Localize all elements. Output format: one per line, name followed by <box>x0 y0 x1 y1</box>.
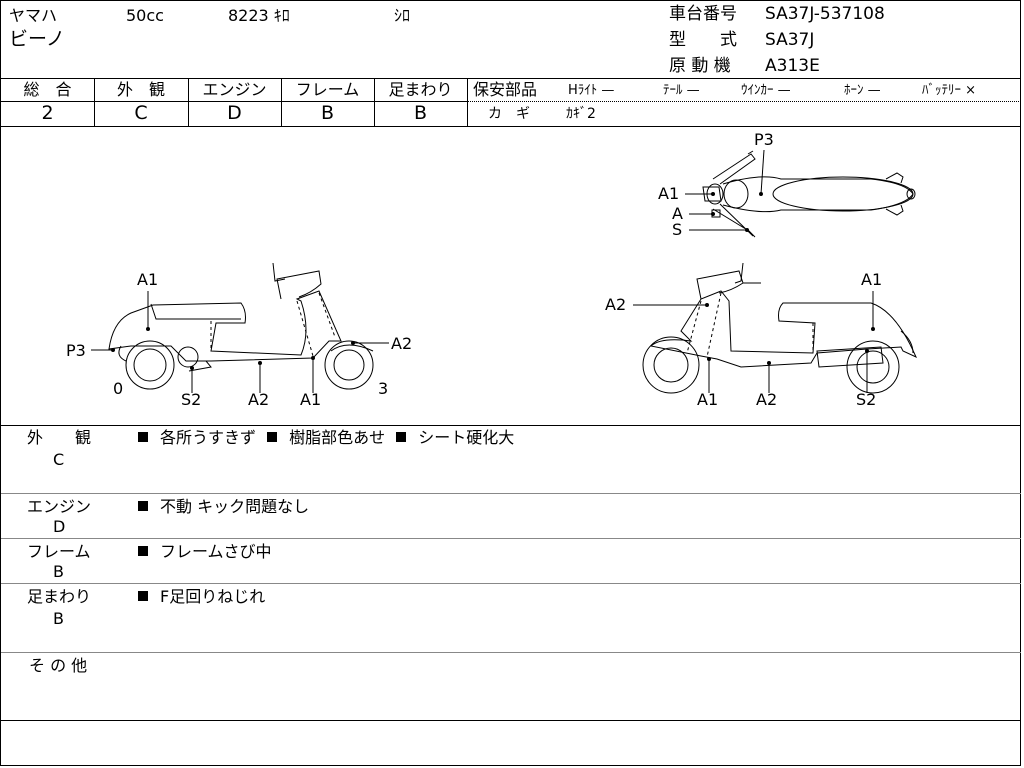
damage-label: A1 <box>658 184 680 203</box>
divider <box>467 78 468 126</box>
damage-label: A2 <box>756 390 778 409</box>
safety-item: ﾊﾞｯﾃﾘｰ × <box>922 83 977 98</box>
damage-label: A1 <box>137 270 159 289</box>
remark-grade: C <box>53 450 65 469</box>
divider <box>1 126 1021 127</box>
divider <box>1 720 1021 721</box>
divider <box>1 583 1021 584</box>
scooter-left-view <box>108 262 374 390</box>
safety-title: 保安部品 <box>473 80 538 99</box>
grade-label: 総 合 <box>23 80 72 99</box>
grade-value: 2 <box>41 102 54 124</box>
model-name: ビーノ <box>9 28 65 50</box>
remark-label: フレーム <box>27 542 91 561</box>
frame-number: SA37J-537108 <box>765 4 885 24</box>
remark-items: F足回りねじれ <box>138 589 271 605</box>
remark-grade: D <box>53 517 66 536</box>
engine-value: A313E <box>765 56 820 76</box>
damage-label: A1 <box>861 270 883 289</box>
damage-label: A2 <box>248 390 270 409</box>
remark-item: シート硬化大 <box>418 428 515 447</box>
divider <box>374 78 375 126</box>
damage-label: S <box>672 220 683 239</box>
damage-label: A2 <box>605 295 627 314</box>
divider <box>94 78 95 126</box>
remark-grade: B <box>53 562 64 581</box>
safety-item: ﾃｰﾙ — <box>663 83 700 98</box>
grade-label: 足まわり <box>388 80 453 99</box>
grade-value: C <box>134 102 148 124</box>
grade-value: B <box>413 102 428 124</box>
position-marker: 0 <box>113 379 124 398</box>
position-marker: 3 <box>378 379 389 398</box>
damage-label: A2 <box>391 334 413 353</box>
mileage: 8223 ｷﾛ <box>228 6 290 25</box>
remark-item: 不動 キック問題なし <box>160 497 310 516</box>
safety-item: ﾎｰﾝ — <box>844 83 881 98</box>
remark-item: F足回りねじれ <box>160 587 266 606</box>
damage-label: S2 <box>181 390 202 409</box>
remark-item: 各所うすきず <box>160 428 257 447</box>
divider <box>1 493 1021 494</box>
grade-label: 外 観 <box>116 80 165 99</box>
scooter-diagram <box>91 149 917 394</box>
damage-label: A <box>672 204 683 223</box>
divider <box>1 538 1021 539</box>
remark-label: 足まわり <box>27 587 92 606</box>
damage-label: S2 <box>856 390 877 409</box>
remark-label: エンジン <box>27 497 92 516</box>
divider <box>467 101 1021 102</box>
engine-label: 原 動 機 <box>669 56 731 76</box>
remark-items: フレームさび中 <box>138 544 278 560</box>
remark-items: 不動 キック問題なし <box>138 499 315 515</box>
remark-label: 外 観 <box>27 428 92 447</box>
displacement: 50cc <box>126 6 164 25</box>
divider <box>281 78 282 126</box>
key-value: ｶｷﾞ2 <box>566 106 596 122</box>
remark-item: 樹脂部色あせ <box>289 428 386 447</box>
divider <box>188 78 189 126</box>
color: ｼﾛ <box>394 6 411 25</box>
frame-number-label: 車台番号 <box>669 4 737 24</box>
scooter-right-view <box>642 262 917 394</box>
remark-item: フレームさび中 <box>160 542 272 561</box>
type-label: 型 式 <box>669 30 737 50</box>
damage-label: P3 <box>66 341 86 360</box>
key-label: カ ギ <box>488 106 530 122</box>
remark-items: 各所うすきず 樹脂部色あせ シート硬化大 <box>138 430 520 446</box>
damage-label: A1 <box>697 390 719 409</box>
divider <box>1 652 1021 653</box>
remark-label: そ の 他 <box>29 656 88 675</box>
remark-grade: B <box>53 609 64 628</box>
grade-label: エンジン <box>202 80 267 99</box>
divider <box>1 425 1021 426</box>
damage-label: A1 <box>300 390 322 409</box>
grade-value: B <box>320 102 335 124</box>
safety-item: Hﾗｲﾄ — <box>568 83 615 98</box>
safety-item: ｳｲﾝｶｰ — <box>741 83 791 98</box>
divider <box>1 78 1021 79</box>
grade-value: D <box>227 102 242 124</box>
scooter-top-view <box>702 150 916 238</box>
maker: ヤマハ <box>9 6 58 25</box>
type-value: SA37J <box>765 30 815 50</box>
grade-label: フレーム <box>295 80 360 99</box>
damage-label: P3 <box>754 130 774 149</box>
divider <box>1 101 467 102</box>
